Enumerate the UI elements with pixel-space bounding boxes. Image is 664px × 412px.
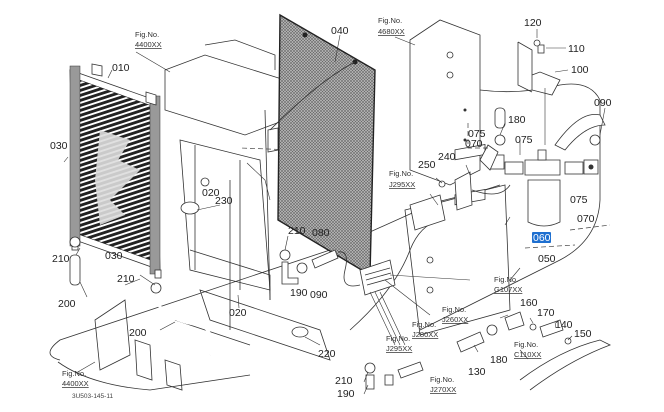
fig-ref-G107XX[interactable]: Fig.No. G107XX: [494, 275, 522, 294]
filter-bracket: [517, 39, 561, 145]
callout-210[interactable]: 210: [52, 253, 70, 265]
callout-050[interactable]: 050: [538, 253, 556, 265]
callout-220[interactable]: 220: [318, 348, 336, 360]
callout-090[interactable]: 090: [594, 97, 612, 109]
fig-ref-C110XX[interactable]: Fig.No. C110XX: [514, 340, 541, 359]
fig-ref-4680XX[interactable]: Fig.No. 4680XX: [378, 16, 405, 36]
callout-020[interactable]: 020: [229, 307, 247, 319]
callout-240[interactable]: 240: [438, 151, 456, 163]
callout-200[interactable]: 200: [58, 298, 76, 310]
filter-assembly: [467, 113, 611, 249]
grommet-230: [180, 201, 200, 215]
fig-ref-code[interactable]: J295XX: [389, 180, 415, 189]
side-panel: [409, 19, 481, 186]
callout-075[interactable]: 075: [570, 194, 588, 206]
callout-060[interactable]: 060: [533, 232, 551, 244]
callout-070[interactable]: 070: [577, 213, 595, 225]
harness-block: [359, 259, 471, 346]
fig-ref-code[interactable]: J270XX: [430, 385, 456, 394]
fig-ref-label: Fig.No.: [412, 320, 436, 329]
hose-left: [69, 236, 213, 356]
fig-ref-J295XX-lower[interactable]: Fig.No. J295XX: [386, 334, 412, 353]
fig-ref-label: Fig.No.: [494, 275, 518, 284]
callout-250[interactable]: 250: [418, 159, 436, 171]
callout-010[interactable]: 010: [112, 62, 130, 74]
callout-040[interactable]: 040: [331, 25, 349, 37]
callout-090[interactable]: 090: [310, 289, 328, 301]
fig-ref-label: Fig.No.: [62, 369, 86, 378]
callout-160[interactable]: 160: [520, 297, 538, 309]
fig-ref-label: Fig.No.: [389, 169, 413, 178]
callouts: 010 020 020 030 030 040 050 060 070 070 …: [50, 17, 612, 400]
callout-130[interactable]: 130: [468, 366, 486, 378]
figure-references: Fig.No. 4400XX Fig.No. 4680XX Fig.No. J2…: [62, 16, 541, 394]
fig-ref-label: Fig.No.: [514, 340, 538, 349]
fig-ref-J295XX[interactable]: Fig.No. J295XX: [389, 169, 415, 189]
hose-assembly-bottom: [364, 361, 424, 390]
fig-ref-4400XX[interactable]: Fig.No. 4400XX: [135, 30, 162, 49]
fig-ref-label: Fig.No.: [386, 334, 410, 343]
callout-030[interactable]: 030: [105, 250, 123, 262]
fig-ref-code[interactable]: G107XX: [494, 285, 522, 294]
hose-assembly-mid: [279, 249, 361, 287]
callout-170[interactable]: 170: [537, 307, 555, 319]
hose-180-top: [494, 107, 506, 146]
fig-ref-label: Fig.No.: [442, 305, 466, 314]
callout-070[interactable]: 070: [465, 138, 483, 150]
callout-140[interactable]: 140: [555, 319, 573, 331]
callout-020[interactable]: 020: [202, 187, 220, 199]
callout-210[interactable]: 210: [335, 375, 353, 387]
callout-110[interactable]: 110: [568, 43, 585, 55]
callout-190[interactable]: 190: [337, 388, 355, 400]
fig-ref-label: Fig.No.: [378, 16, 402, 25]
clamp: [409, 171, 511, 231]
mount-frame: [94, 39, 331, 391]
callout-180[interactable]: 180: [508, 114, 526, 126]
callout-075[interactable]: 075: [515, 134, 533, 146]
oil-cooler: [69, 63, 162, 279]
fig-ref-code[interactable]: J280XX: [412, 330, 438, 339]
fig-ref-4400XX-lower[interactable]: Fig.No. 4400XX: [62, 369, 89, 388]
fig-ref-code[interactable]: 4400XX: [62, 379, 89, 388]
callout-180[interactable]: 180: [490, 354, 508, 366]
callout-190[interactable]: 190: [290, 287, 308, 299]
callout-030[interactable]: 030: [50, 140, 68, 152]
callout-210[interactable]: 210: [288, 225, 306, 237]
callout-230[interactable]: 230: [215, 195, 233, 207]
fig-ref-code[interactable]: 4400XX: [135, 40, 162, 49]
hose-assembly-right: [456, 311, 611, 391]
callout-100[interactable]: 100: [571, 64, 589, 76]
callout-075[interactable]: 075: [468, 128, 486, 140]
callout-120[interactable]: 120: [524, 17, 542, 29]
fig-ref-code[interactable]: J260XX: [442, 315, 468, 324]
fig-ref-code[interactable]: 4680XX: [378, 27, 405, 36]
callout-200[interactable]: 200: [129, 327, 147, 339]
callout-060-highlight[interactable]: 060: [532, 232, 551, 244]
grommet-220: [291, 326, 309, 338]
callout-150[interactable]: 150: [574, 328, 592, 340]
callout-leaders: [63, 29, 606, 395]
fig-ref-J280XX[interactable]: Fig.No. J280XX: [412, 320, 438, 339]
fig-ref-code[interactable]: J295XX: [386, 344, 412, 353]
callout-080[interactable]: 080: [312, 227, 330, 239]
fig-ref-code[interactable]: C110XX: [514, 350, 541, 359]
callout-210[interactable]: 210: [117, 273, 135, 285]
fig-ref-label: Fig.No.: [135, 30, 159, 39]
fig-ref-J270XX[interactable]: Fig.No. J270XX: [430, 375, 456, 394]
fig-ref-label: Fig.No.: [430, 375, 454, 384]
fig-ref-J260XX[interactable]: Fig.No. J260XX: [442, 305, 468, 324]
drawing-number: 3U503-145-11: [72, 393, 113, 400]
